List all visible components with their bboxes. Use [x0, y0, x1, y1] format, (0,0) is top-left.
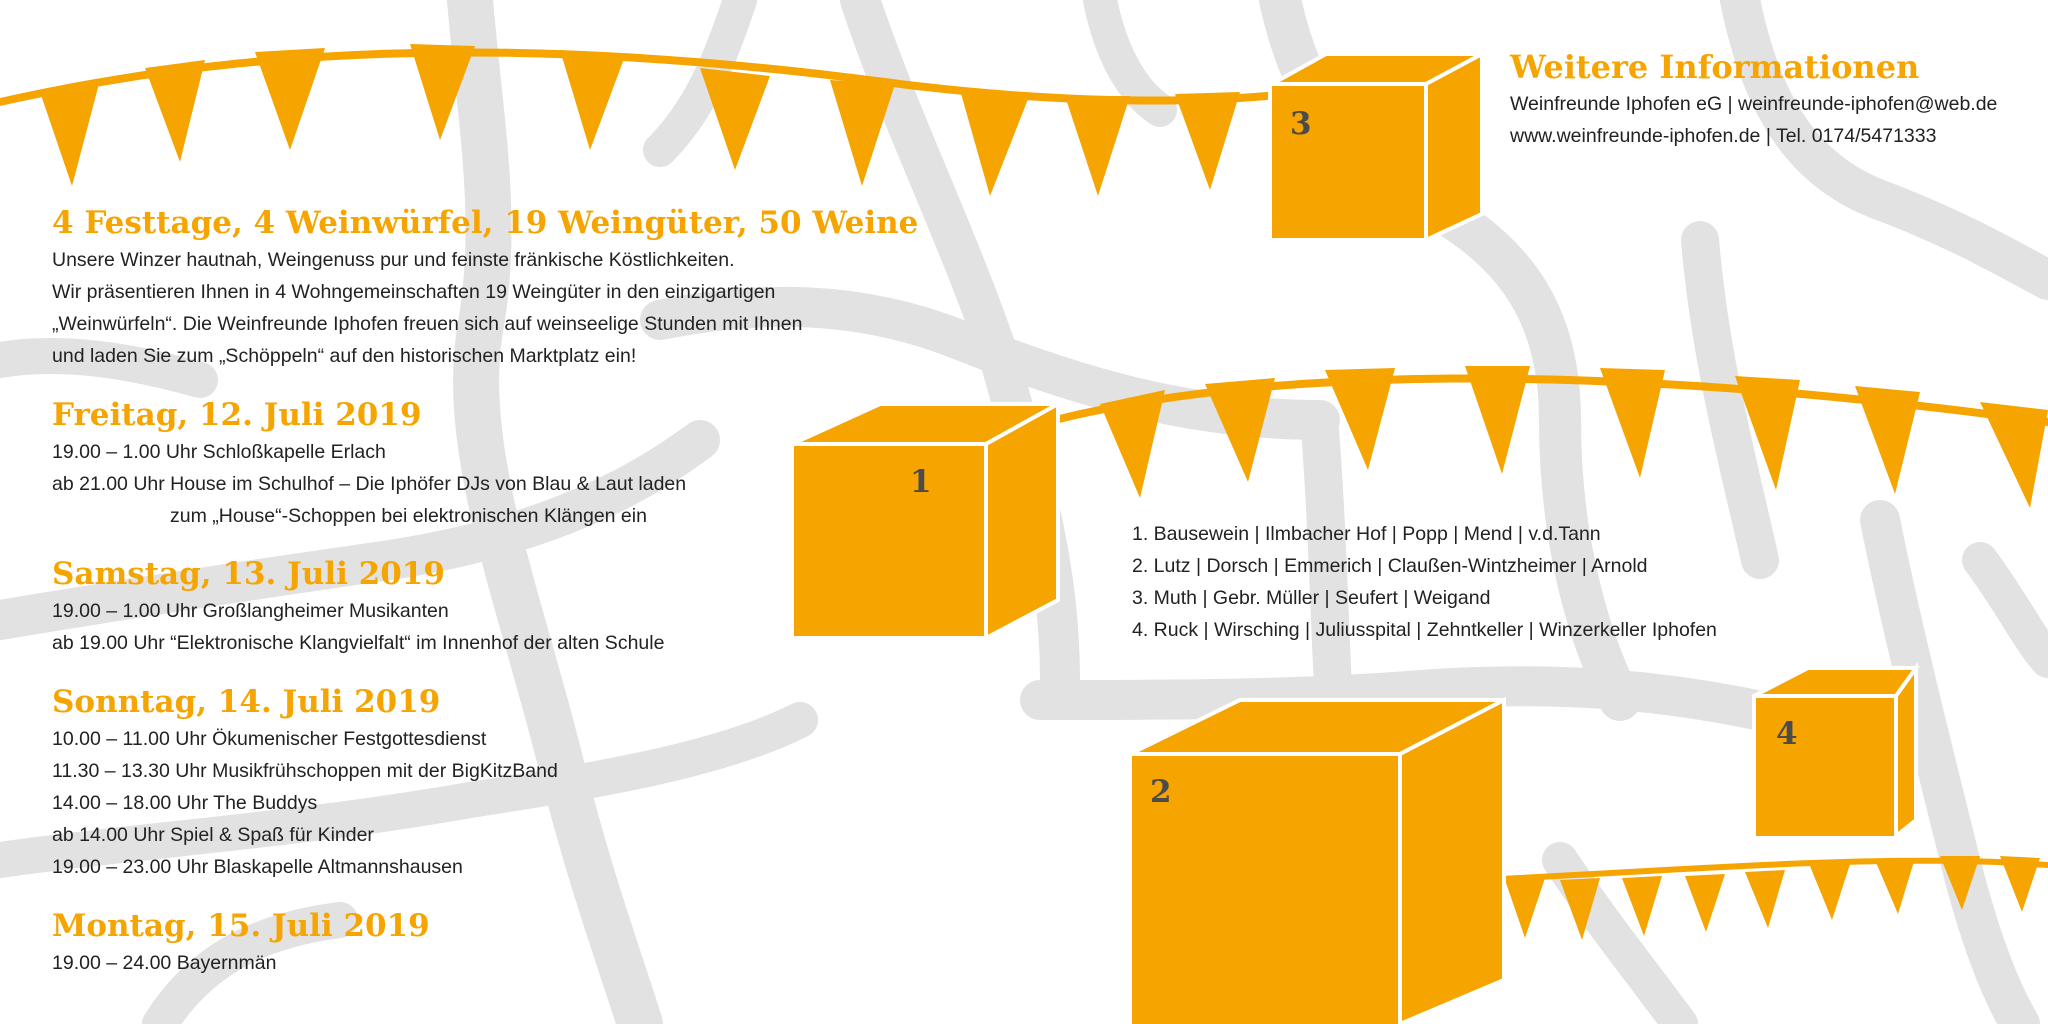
- cube-2: [1128, 696, 1506, 1024]
- day-saturday: Samstag, 13. Juli 2019 19.00 – 1.00 Uhr …: [52, 553, 664, 659]
- intro-line: und laden Sie zum „Schöppeln“ auf den hi…: [52, 345, 637, 367]
- bunting-bottom: [1500, 856, 2048, 940]
- day-title: Montag, 15. Juli 2019: [52, 908, 430, 944]
- winery-list-item: 2. Lutz | Dorsch | Emmerich | Claußen-Wi…: [1132, 555, 1648, 577]
- schedule-line: ab 21.00 Uhr House im Schulhof – Die Iph…: [52, 473, 687, 495]
- intro-heading: 4 Festtage, 4 Weinwürfel, 19 Weingüter, …: [52, 205, 919, 241]
- info-block: Weitere Informationen Weinfreunde Iphofe…: [1510, 46, 1997, 152]
- cube-1: [790, 400, 1066, 642]
- schedule-line: ab 14.00 Uhr Spiel & Spaß für Kinder: [52, 824, 374, 846]
- bunting-middle: [1040, 366, 2048, 508]
- cube-3-number: 3: [1290, 106, 1312, 142]
- day-schedule: 19.00 – 1.00 Uhr Schloßkapelle Erlach ab…: [52, 436, 686, 532]
- day-schedule: 19.00 – 24.00 Bayernmän: [52, 947, 430, 979]
- day-schedule: 10.00 – 11.00 Uhr Ökumenischer Festgotte…: [52, 723, 558, 883]
- day-title: Sonntag, 14. Juli 2019: [52, 684, 441, 720]
- winery-list-item: 1. Bausewein | Ilmbacher Hof | Popp | Me…: [1132, 523, 1601, 545]
- cube-4-number: 4: [1776, 716, 1798, 752]
- schedule-line: 11.30 – 13.30 Uhr Musikfrühschoppen mit …: [52, 760, 558, 782]
- day-title: Samstag, 13. Juli 2019: [52, 556, 445, 592]
- schedule-line: 10.00 – 11.00 Uhr Ökumenischer Festgotte…: [52, 728, 487, 750]
- cube-4: [1752, 661, 1920, 841]
- info-contact-line: Weinfreunde Iphofen eG | weinfreunde-iph…: [1510, 93, 1998, 115]
- intro-line: Unsere Winzer hautnah, Weingenuss pur un…: [52, 249, 735, 271]
- intro-line: „Weinwürfeln“. Die Weinfreunde Iphofen f…: [52, 313, 803, 335]
- day-friday: Freitag, 12. Juli 2019 19.00 – 1.00 Uhr …: [52, 394, 686, 532]
- schedule-line: zum „House“-Schoppen bei elektronischen …: [170, 505, 647, 527]
- info-heading: Weitere Informationen: [1510, 48, 1920, 86]
- schedule-line: 19.00 – 1.00 Uhr Schloßkapelle Erlach: [52, 441, 386, 463]
- winery-list-item: 4. Ruck | Wirsching | Juliusspital | Zeh…: [1132, 619, 1717, 641]
- cube-3: [1264, 50, 1484, 244]
- bunting-top: [0, 44, 1320, 196]
- cube-2-number: 2: [1150, 774, 1172, 810]
- winery-list: 1. Bausewein | Ilmbacher Hof | Popp | Me…: [1132, 518, 1717, 646]
- cube-1-number: 1: [910, 464, 932, 500]
- info-web-line: www.weinfreunde-iphofen.de | Tel. 0174/5…: [1510, 125, 1937, 147]
- schedule-line: 14.00 – 18.00 Uhr The Buddys: [52, 792, 318, 814]
- day-schedule: 19.00 – 1.00 Uhr Großlangheimer Musikant…: [52, 595, 664, 659]
- day-title: Freitag, 12. Juli 2019: [52, 397, 422, 433]
- intro-line: Wir präsentieren Ihnen in 4 Wohngemeinsc…: [52, 281, 776, 303]
- winery-list-item: 3. Muth | Gebr. Müller | Seufert | Weiga…: [1132, 587, 1491, 609]
- schedule-line: 19.00 – 24.00 Bayernmän: [52, 952, 277, 974]
- intro-block: 4 Festtage, 4 Weinwürfel, 19 Weingüter, …: [52, 202, 918, 372]
- day-monday: Montag, 15. Juli 2019 19.00 – 24.00 Baye…: [52, 905, 430, 979]
- schedule-line: ab 19.00 Uhr “Elektronische Klangvielfal…: [52, 632, 665, 654]
- intro-text: Unsere Winzer hautnah, Weingenuss pur un…: [52, 244, 918, 372]
- schedule-line: 19.00 – 23.00 Uhr Blaskapelle Altmannsha…: [52, 856, 463, 878]
- day-sunday: Sonntag, 14. Juli 2019 10.00 – 11.00 Uhr…: [52, 681, 558, 883]
- schedule-line: 19.00 – 1.00 Uhr Großlangheimer Musikant…: [52, 600, 449, 622]
